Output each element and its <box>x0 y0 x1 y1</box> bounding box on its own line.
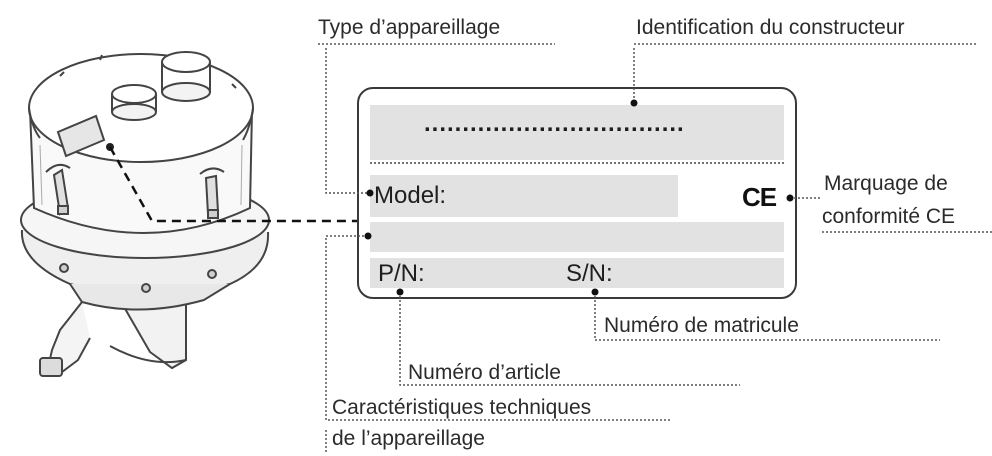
leader-lines <box>318 43 992 452</box>
plate-model-label: Model: <box>374 182 447 209</box>
label-marquage-line1: Marquage de <box>824 172 948 195</box>
label-caracteristiques-line2: de l’appareillage <box>332 427 485 450</box>
plate-field-specs <box>370 222 784 252</box>
label-numero-matricule: Numéro de matricule <box>604 314 799 337</box>
label-identification-constructeur: Identification du constructeur <box>636 16 905 39</box>
plate-field-pn-sn <box>370 258 784 288</box>
nameplate <box>357 87 797 299</box>
label-type-appareillage: Type d’appareillage <box>318 16 501 39</box>
label-numero-article: Numéro d’article <box>408 361 561 384</box>
plate-sn-label: S/N: <box>566 260 613 287</box>
label-marquage-line2: conformité CE <box>822 205 956 228</box>
plate-pn-label: P/N: <box>378 260 425 287</box>
leader-dots <box>364 99 794 296</box>
plate-field-manufacturer <box>370 105 784 160</box>
ce-mark: CE <box>742 182 777 212</box>
appliance-illustration <box>20 51 270 377</box>
plate-manufacturer-placeholder: .................................. <box>424 110 685 137</box>
label-caracteristiques-line1: Caractéristiques techniques <box>332 396 592 419</box>
plate-field-model <box>370 175 678 217</box>
